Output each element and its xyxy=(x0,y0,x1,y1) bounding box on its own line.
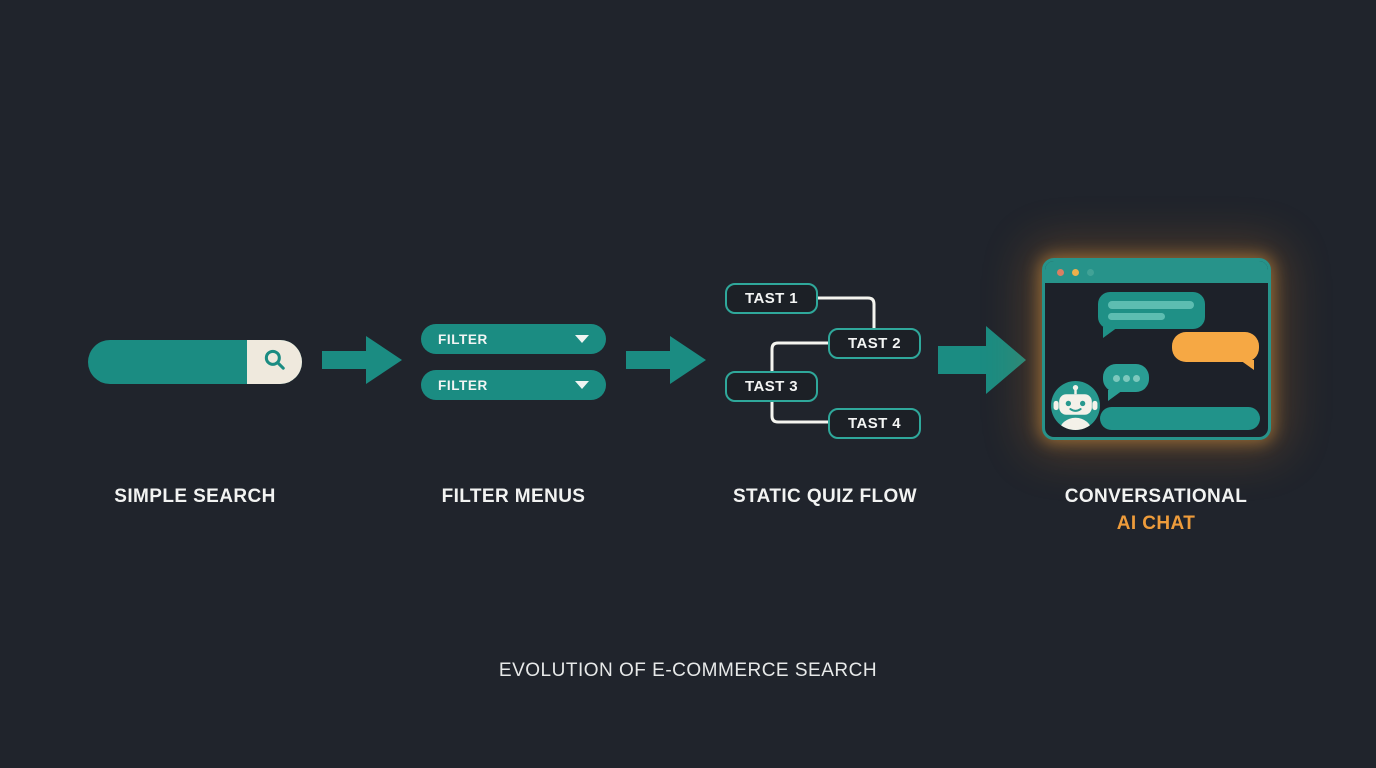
message-input-pill xyxy=(1100,407,1260,430)
typing-dot xyxy=(1112,374,1120,382)
bubble-tail xyxy=(1240,360,1254,370)
message-text-line xyxy=(1108,313,1165,320)
search-button[interactable] xyxy=(247,340,302,384)
label-simple-search: SIMPLE SEARCH xyxy=(114,486,276,507)
flow-connector-lines xyxy=(770,296,876,424)
filter-dropdown-label: FILTER xyxy=(438,331,488,347)
window-dot-teal-icon xyxy=(1087,268,1094,276)
quiz-node-label: TAST 4 xyxy=(848,415,901,432)
bot-message-bubble xyxy=(1098,292,1205,338)
message-text-line xyxy=(1108,301,1194,309)
diagram-caption: EVOLUTION OF E-COMMERCE SEARCH xyxy=(498,660,878,681)
arrow-right-icon xyxy=(938,326,1026,399)
label-conversational: CONVERSATIONAL xyxy=(1064,486,1248,507)
window-dot-yellow-icon xyxy=(1072,268,1079,276)
bubble-tail xyxy=(1103,327,1118,338)
quiz-node-4: TAST 4 xyxy=(828,408,921,439)
quiz-node-2: TAST 2 xyxy=(828,328,921,359)
user-message-bubble xyxy=(1172,332,1259,370)
quiz-node-label: TAST 2 xyxy=(848,335,901,352)
search-icon xyxy=(262,347,288,378)
quiz-node-label: TAST 1 xyxy=(745,290,798,307)
typing-indicator-bubble xyxy=(1103,364,1149,401)
label-static-quiz-flow: STATIC QUIZ FLOW xyxy=(732,486,918,507)
bubble-tail xyxy=(1108,390,1123,401)
chevron-down-icon xyxy=(575,335,589,343)
typing-dot xyxy=(1122,374,1130,382)
arrow-right-icon xyxy=(322,336,402,389)
quiz-node-1: TAST 1 xyxy=(725,283,818,314)
label-ai-chat: AI CHAT xyxy=(1116,513,1196,534)
chevron-down-icon xyxy=(575,381,589,389)
window-dot-red-icon xyxy=(1057,268,1064,276)
quiz-node-label: TAST 3 xyxy=(745,378,798,395)
quiz-flowchart: TAST 1 TAST 2 TAST 3 TAST 4 xyxy=(710,275,935,445)
typing-dot xyxy=(1132,374,1140,382)
filter-dropdown-2[interactable]: FILTER xyxy=(421,370,606,400)
filter-dropdown-label: FILTER xyxy=(438,377,488,393)
chat-window xyxy=(1042,258,1271,440)
chat-window-titlebar xyxy=(1045,261,1268,283)
arrow-right-icon xyxy=(626,336,706,389)
filter-dropdown-1[interactable]: FILTER xyxy=(421,324,606,354)
robot-avatar-icon xyxy=(1051,381,1100,430)
label-filter-menus: FILTER MENUS xyxy=(441,486,586,507)
search-input[interactable] xyxy=(88,340,302,384)
quiz-node-3: TAST 3 xyxy=(725,371,818,402)
